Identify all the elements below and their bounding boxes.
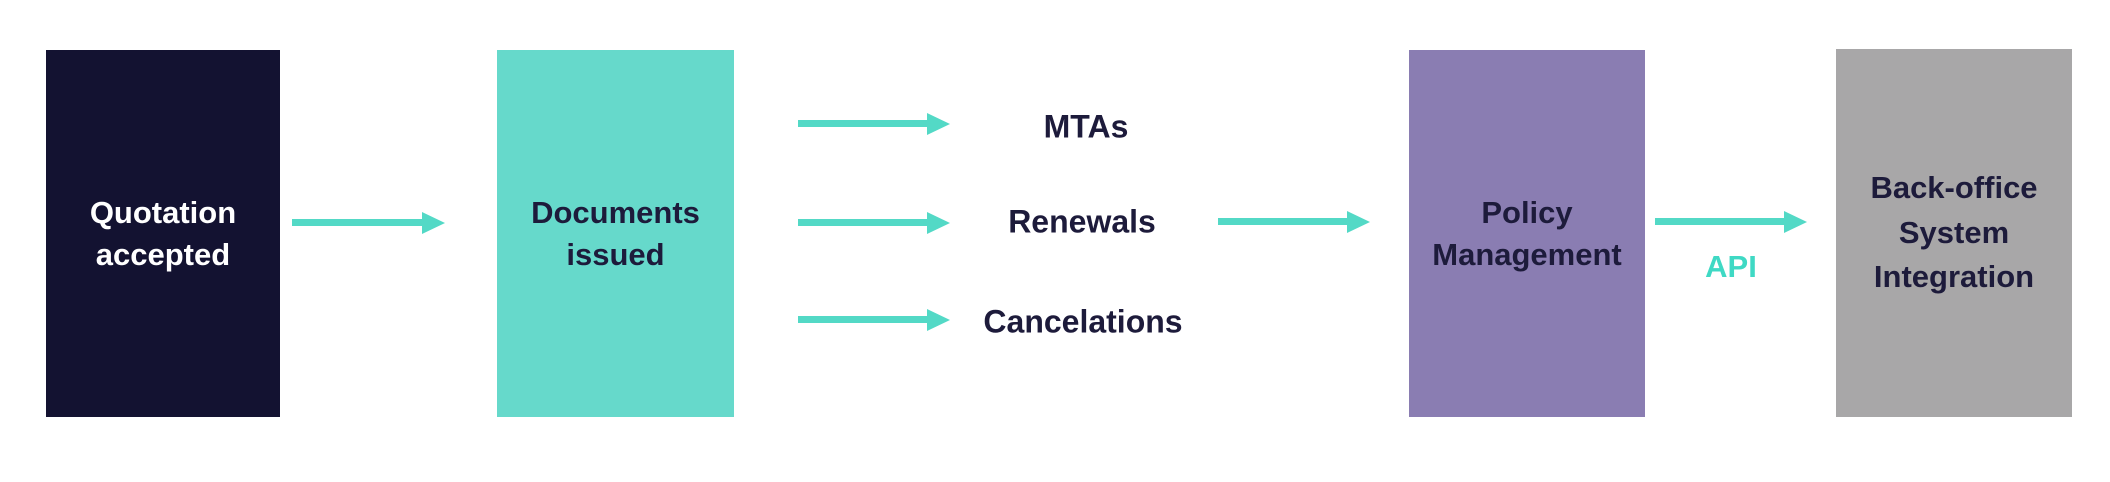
- arrow-documents-to-cancelations-icon: [798, 316, 927, 323]
- api-label: API: [1705, 249, 1757, 284]
- policy-management-label: Policy Management: [1432, 194, 1622, 272]
- arrow-documents-to-mtas-icon: [798, 120, 927, 127]
- arrow-policy-to-backoffice-icon: [1655, 218, 1784, 225]
- documents-issued-node: Documents issued: [497, 50, 734, 417]
- policy-management-node: Policy Management: [1409, 50, 1645, 417]
- arrow-documents-to-renewals-icon: [798, 219, 927, 226]
- mtas-label: MTAs: [1043, 108, 1129, 145]
- arrow-quotation-to-documents-icon: [292, 219, 422, 226]
- cancelations-label: Cancelations: [983, 303, 1183, 340]
- renewals-label: Renewals: [1008, 203, 1156, 240]
- back-office-system-integration-node: Back-office System Integration: [1836, 49, 2072, 417]
- arrow-renewals-to-policy-icon: [1218, 218, 1347, 225]
- quotation-accepted-node: Quotation accepted: [46, 50, 280, 417]
- quotation-accepted-label: Quotation accepted: [89, 194, 237, 272]
- documents-issued-label: Documents issued: [531, 194, 700, 272]
- back-office-system-integration-label: Back-office System Integration: [1870, 169, 2038, 295]
